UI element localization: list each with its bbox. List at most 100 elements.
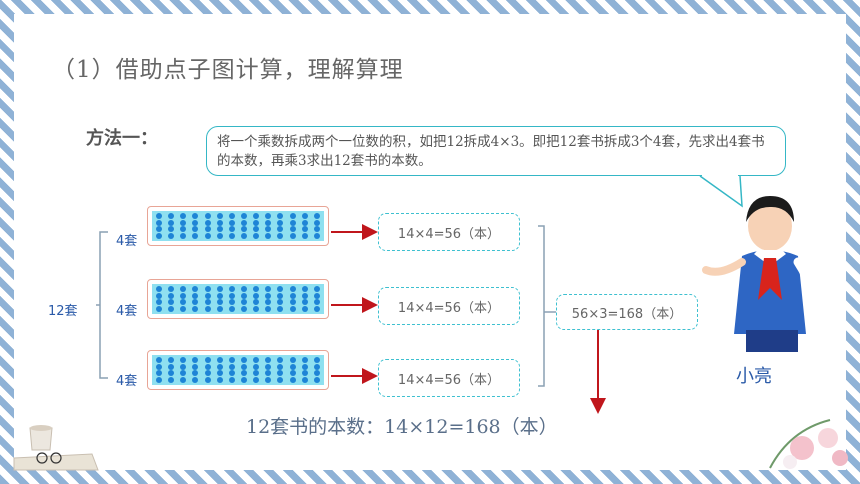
dot xyxy=(277,292,284,299)
dot xyxy=(253,232,260,239)
dot xyxy=(313,376,320,383)
dot xyxy=(240,305,247,312)
dot xyxy=(192,226,199,233)
slide-title: （1）借助点子图计算，理解算理 xyxy=(52,57,404,83)
dot xyxy=(216,363,223,370)
dot-line xyxy=(156,219,320,226)
dot xyxy=(289,299,296,306)
dot xyxy=(253,376,260,383)
dot xyxy=(180,370,187,377)
dot xyxy=(277,370,284,377)
dot xyxy=(204,292,211,299)
dot xyxy=(265,376,272,383)
dot xyxy=(301,292,308,299)
row-equation-1: 14×4=56（本） xyxy=(378,213,520,251)
dot xyxy=(240,286,247,293)
dot xyxy=(168,213,175,220)
dot xyxy=(192,363,199,370)
dot xyxy=(228,305,235,312)
dot xyxy=(313,370,320,377)
dot xyxy=(265,213,272,220)
dot xyxy=(156,305,162,312)
dot xyxy=(204,305,211,312)
dot xyxy=(192,305,199,312)
dot xyxy=(240,213,247,220)
dot xyxy=(313,232,320,239)
dot xyxy=(265,226,272,233)
dot xyxy=(253,299,260,306)
boy-character xyxy=(702,196,831,352)
group-label-3: 4套 xyxy=(116,374,138,389)
dot xyxy=(313,299,320,306)
dot xyxy=(192,376,199,383)
dot xyxy=(240,219,247,226)
dot xyxy=(216,357,223,364)
dot xyxy=(277,305,284,312)
dot xyxy=(277,363,284,370)
dot xyxy=(180,376,187,383)
combined-equation: 56×3=168（本） xyxy=(556,294,698,330)
row-equation-3: 14×4=56（本） xyxy=(378,359,520,397)
dot-line xyxy=(156,363,320,370)
dot-line xyxy=(156,305,320,312)
dot xyxy=(204,363,211,370)
dot xyxy=(240,376,247,383)
dot-line xyxy=(156,376,320,383)
dot xyxy=(240,226,247,233)
dot xyxy=(301,299,308,306)
method-label: 方法一： xyxy=(86,128,158,149)
dot xyxy=(216,226,223,233)
dot xyxy=(289,286,296,293)
dot-array-row-1 xyxy=(147,206,329,246)
dot xyxy=(277,213,284,220)
dot-grid xyxy=(152,355,324,385)
dot xyxy=(168,357,175,364)
dot xyxy=(228,370,235,377)
dot xyxy=(204,219,211,226)
dot xyxy=(156,219,162,226)
dot xyxy=(253,370,260,377)
dot xyxy=(301,376,308,383)
dot xyxy=(265,292,272,299)
row-equation-2: 14×4=56（本） xyxy=(378,287,520,325)
dot xyxy=(204,370,211,377)
dot xyxy=(313,286,320,293)
dot xyxy=(313,226,320,233)
dot xyxy=(180,299,187,306)
dot xyxy=(192,219,199,226)
dot xyxy=(204,299,211,306)
dot xyxy=(301,305,308,312)
dot xyxy=(289,213,296,220)
dot xyxy=(180,232,187,239)
dot xyxy=(240,363,247,370)
dot xyxy=(180,226,187,233)
dot xyxy=(168,219,175,226)
dot xyxy=(204,226,211,233)
dot xyxy=(277,299,284,306)
dot xyxy=(228,292,235,299)
dot xyxy=(216,232,223,239)
dot xyxy=(313,213,320,220)
dot xyxy=(204,286,211,293)
dot xyxy=(192,299,199,306)
dot xyxy=(253,213,260,220)
dot xyxy=(156,299,162,306)
dot xyxy=(156,357,162,364)
dot xyxy=(301,232,308,239)
dot xyxy=(289,305,296,312)
dot xyxy=(168,376,175,383)
dot xyxy=(228,299,235,306)
dot xyxy=(240,292,247,299)
dot xyxy=(180,305,187,312)
dot xyxy=(289,292,296,299)
dot xyxy=(240,357,247,364)
dot xyxy=(277,376,284,383)
dot xyxy=(156,286,162,293)
dot xyxy=(228,226,235,233)
character-name: 小亮 xyxy=(736,366,772,387)
dot xyxy=(192,292,199,299)
dot xyxy=(156,370,162,377)
dot-grid xyxy=(152,284,324,314)
bubble-tail xyxy=(699,175,743,208)
dot xyxy=(253,286,260,293)
